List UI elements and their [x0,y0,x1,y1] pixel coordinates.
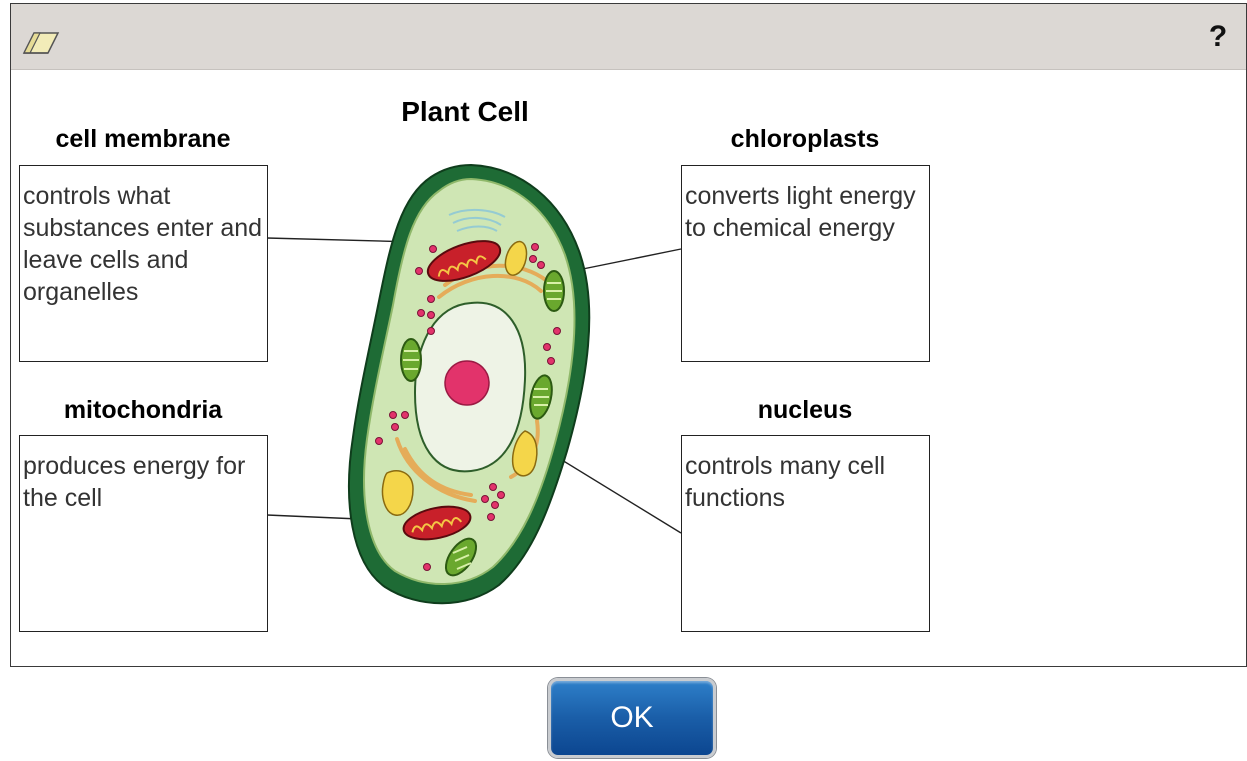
nucleus-description: controls many cell functions [685,452,885,512]
mitochondria-description: produces energy for the cell [23,452,245,512]
ok-button[interactable]: OK [548,678,716,758]
chloroplasts-title: chloroplasts [681,125,929,154]
nucleus-box[interactable]: controls many cell functions [681,435,930,632]
nucleolus [445,361,489,405]
cell-membrane-description: controls what substances enter and leave… [23,182,262,306]
ok-label: OK [610,701,653,735]
nucleus-title: nucleus [681,396,929,425]
diagram-title: Plant Cell [377,96,553,128]
mitochondria-title: mitochondria [19,396,267,425]
chloroplast-left [401,339,421,381]
yellow-body-left [383,471,414,516]
activity-panel: ? [10,3,1247,667]
cell-membrane-box[interactable]: controls what substances enter and leave… [19,165,268,362]
chloroplasts-box[interactable]: converts light energy to chemical energy [681,165,930,362]
chloroplasts-description: converts light energy to chemical energy [685,182,916,242]
cell-membrane-title: cell membrane [19,125,267,154]
mitochondria-box[interactable]: produces energy for the cell [19,435,268,632]
chloroplast-right-top [544,271,564,311]
